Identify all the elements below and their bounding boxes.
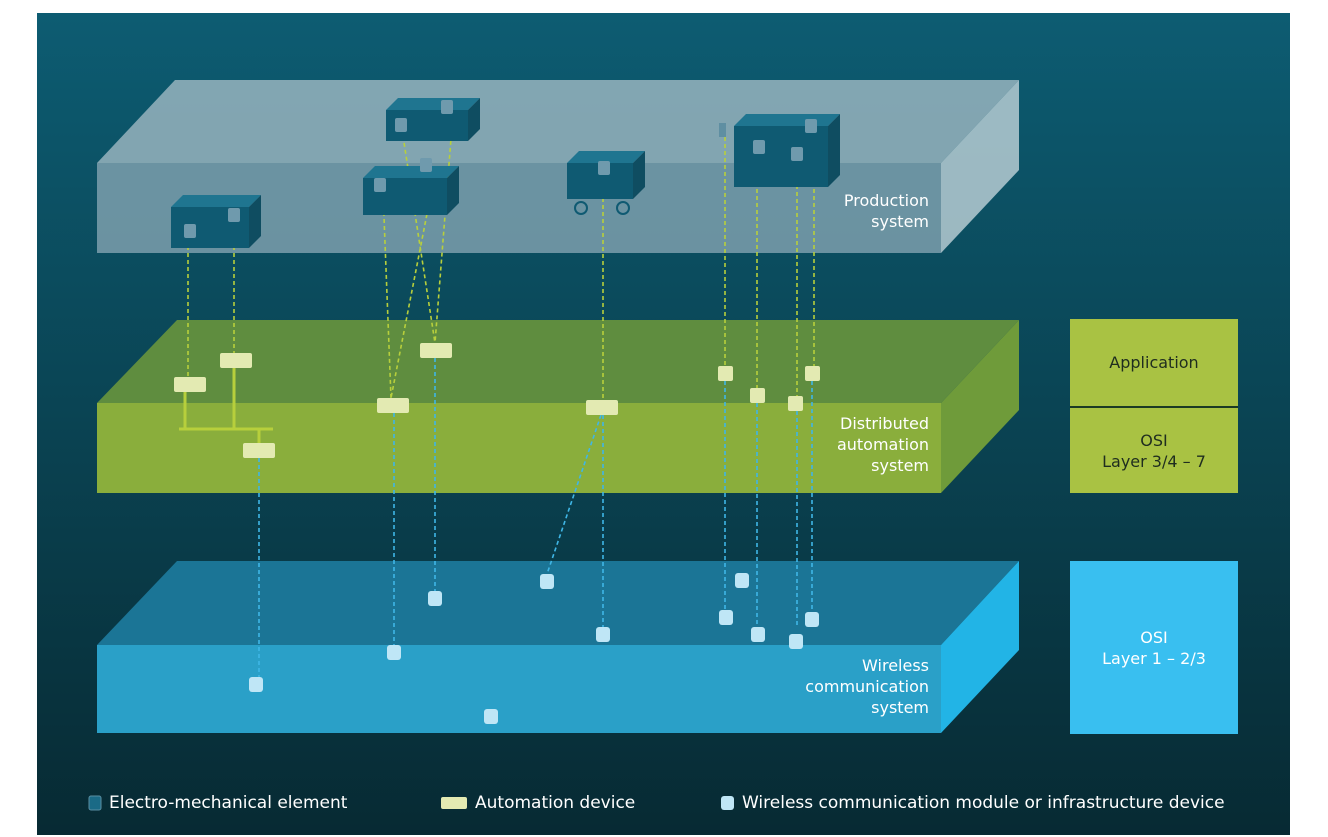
wireless-module-4 bbox=[540, 574, 554, 589]
automation-layer-label: Distributed automation system bbox=[836, 414, 929, 475]
auto-device-6 bbox=[586, 400, 618, 415]
electro-element-small bbox=[719, 123, 726, 137]
machine-large-element-0 bbox=[753, 140, 765, 154]
machine-large-element-1 bbox=[791, 147, 803, 161]
automation-bus bbox=[179, 367, 273, 449]
automation-slab bbox=[97, 320, 1019, 493]
auto-device-8 bbox=[750, 388, 765, 403]
machine-2 bbox=[386, 98, 480, 141]
machine-large bbox=[734, 114, 840, 187]
auto-device-4 bbox=[377, 398, 409, 413]
osi-upper-label: OSI Layer 3/4 – 7 bbox=[1102, 430, 1206, 471]
legend-electro-mechanical: Electro-mechanical element bbox=[109, 793, 348, 813]
auto-device-9 bbox=[788, 396, 803, 411]
auto-device-2 bbox=[220, 353, 252, 368]
machine-2-element-1 bbox=[441, 100, 453, 114]
wireless-module-1 bbox=[249, 677, 263, 692]
auto-device-5 bbox=[420, 343, 452, 358]
legend-wireless-module: Wireless communication module or infrast… bbox=[742, 793, 1225, 813]
osi-upper-box bbox=[1070, 408, 1238, 493]
wireless-module-8 bbox=[735, 573, 749, 588]
machine-3-element-0 bbox=[374, 178, 386, 192]
application-label: Application bbox=[1109, 353, 1199, 372]
auto-device-3 bbox=[243, 443, 275, 458]
wireless-module-swatch-icon bbox=[721, 796, 734, 810]
wireless-module-10 bbox=[789, 634, 803, 649]
wireless-module-6 bbox=[596, 627, 610, 642]
wireless-layer-label: Wireless communication system bbox=[805, 656, 929, 717]
wireless-module-3 bbox=[428, 591, 442, 606]
wireless-module-7 bbox=[719, 610, 733, 625]
wireless-module-9 bbox=[751, 627, 765, 642]
machine-3 bbox=[363, 158, 459, 215]
electro-mechanical-swatch-icon bbox=[88, 795, 102, 811]
machine-3-element-1 bbox=[420, 158, 432, 172]
legend-automation-device: Automation device bbox=[475, 793, 636, 813]
cart-machine bbox=[567, 151, 645, 215]
machine-large-element-2 bbox=[805, 119, 817, 133]
connection-wire-5 bbox=[434, 112, 454, 344]
machine-2-element-0 bbox=[395, 118, 407, 132]
osi-lower-label: OSI Layer 1 – 2/3 bbox=[1102, 627, 1206, 668]
diagram-canvas: Production system Distributed automation… bbox=[37, 13, 1290, 835]
automation-device-swatch-icon bbox=[441, 797, 467, 809]
cart-machine-element-0 bbox=[598, 161, 610, 175]
machine-1 bbox=[171, 195, 261, 248]
wireless-module-2 bbox=[387, 645, 401, 660]
application-box bbox=[1070, 319, 1238, 406]
production-layer-label: Production system bbox=[843, 191, 929, 231]
wireless-module-5 bbox=[484, 709, 498, 724]
machine-1-element-1 bbox=[228, 208, 240, 222]
auto-device-7 bbox=[718, 366, 733, 381]
wireless-slab bbox=[97, 561, 1019, 733]
auto-device-10 bbox=[805, 366, 820, 381]
machine-1-element-0 bbox=[184, 224, 196, 238]
osi-lower-box bbox=[1070, 561, 1238, 734]
wireless-module-11 bbox=[805, 612, 819, 627]
layer-diagram bbox=[37, 13, 1290, 835]
auto-device-1 bbox=[174, 377, 206, 392]
